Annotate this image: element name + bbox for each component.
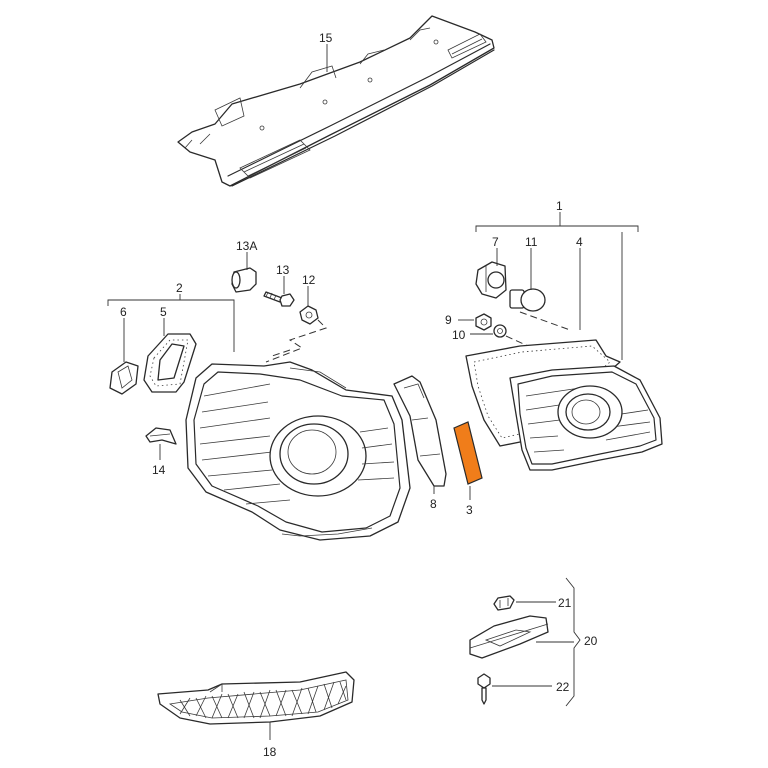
- callout-14: 14: [152, 463, 166, 477]
- part-20-license-lamp[interactable]: [469, 615, 549, 659]
- part-5-gasket[interactable]: [143, 333, 197, 393]
- callout-22: 22: [556, 680, 570, 694]
- callout-18: 18: [263, 745, 277, 759]
- part-3-side-reflector[interactable]: [453, 421, 483, 485]
- callout-11: 11: [525, 235, 538, 249]
- callout-8: 8: [430, 497, 437, 511]
- callout-2: 2: [176, 281, 183, 295]
- callout-15: 15: [319, 31, 333, 45]
- callout-3: 3: [466, 503, 473, 517]
- part-18-mesh-reflector[interactable]: [157, 671, 355, 725]
- part-15-brake-light[interactable]: [177, 15, 495, 187]
- part-8-seal-strip[interactable]: [393, 375, 447, 487]
- part-2-rear-lamp-outer[interactable]: [185, 361, 411, 541]
- part-7-bulb-holder[interactable]: [475, 261, 507, 299]
- callout-9: 9: [445, 313, 452, 327]
- part-21-festoon-bulb[interactable]: [493, 595, 515, 611]
- callout-13a: 13A: [236, 239, 257, 253]
- part-3-highlight: [453, 421, 483, 485]
- part-11-bulb[interactable]: [509, 288, 546, 312]
- part-13-screw[interactable]: [263, 291, 295, 307]
- callout-4: 4: [576, 235, 583, 249]
- part-1-rear-lamp-inner[interactable]: [509, 365, 663, 471]
- callout-5: 5: [160, 305, 167, 319]
- callout-10: 10: [452, 328, 466, 342]
- part-14-reflector[interactable]: [145, 427, 177, 445]
- callout-6: 6: [120, 305, 127, 319]
- part-6-seal[interactable]: [109, 361, 139, 395]
- callout-12: 12: [302, 273, 316, 287]
- part-13a-clip[interactable]: [231, 267, 257, 293]
- part-12-nut[interactable]: [299, 305, 319, 325]
- part-10-washer[interactable]: [493, 324, 507, 338]
- part-22-screw[interactable]: [477, 673, 491, 705]
- part-9-nut[interactable]: [475, 313, 492, 331]
- callout-1: 1: [556, 199, 563, 213]
- callout-7: 7: [492, 235, 499, 249]
- callout-20: 20: [584, 634, 598, 648]
- callout-21: 21: [558, 596, 572, 610]
- callout-13: 13: [276, 263, 290, 277]
